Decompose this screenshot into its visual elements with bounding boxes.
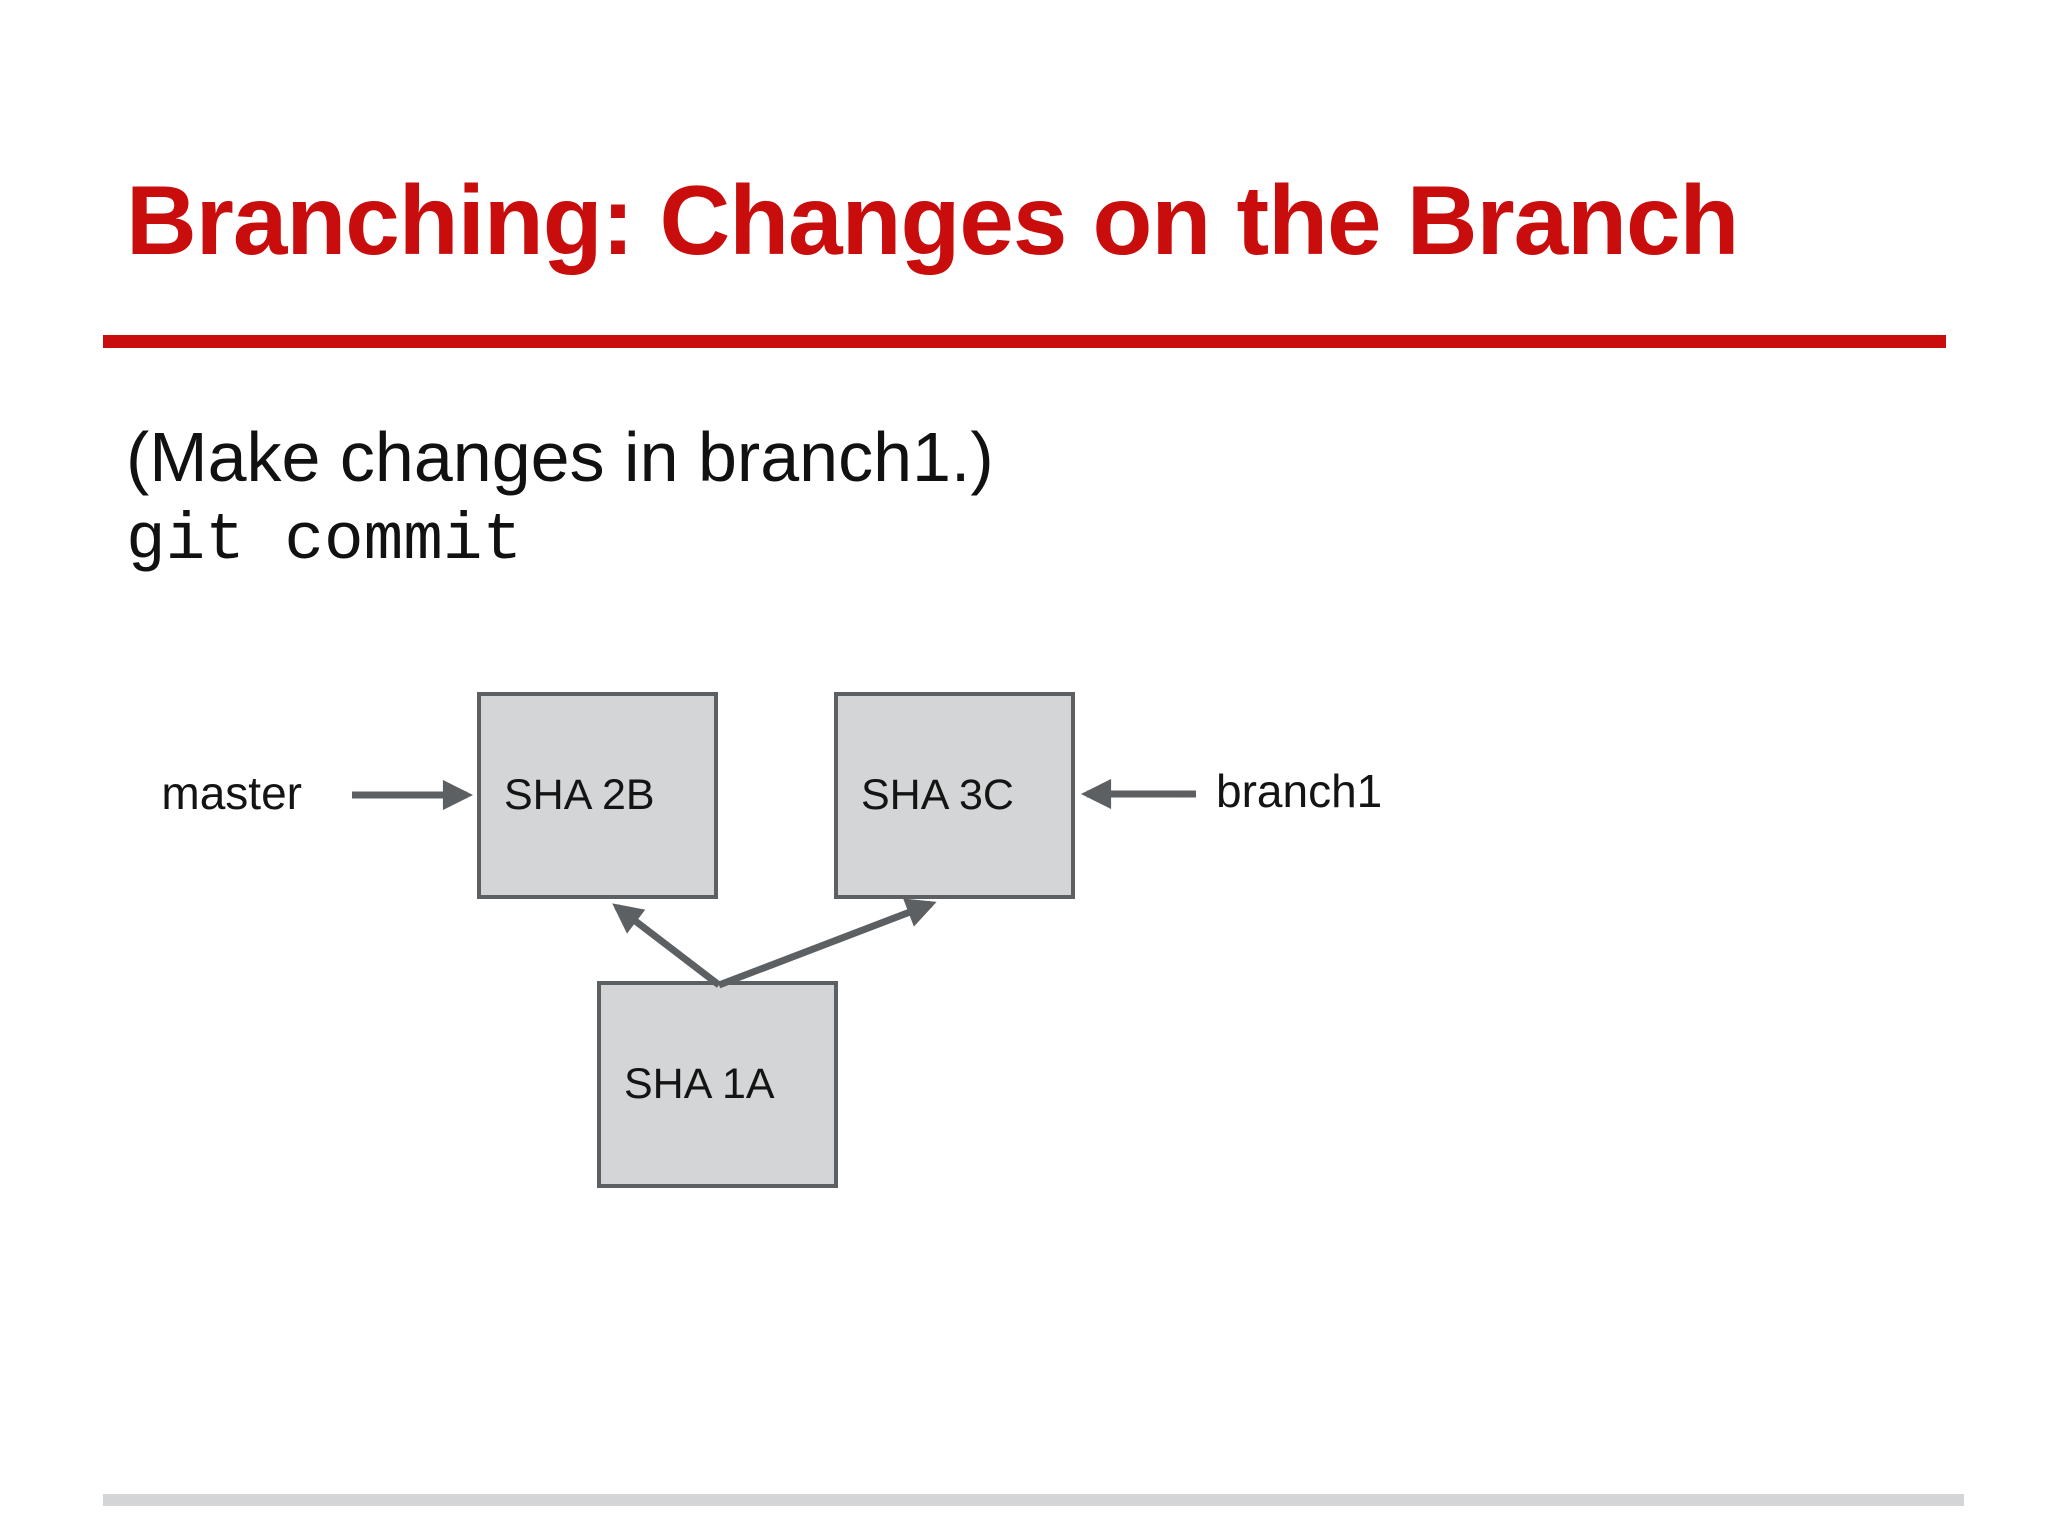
commit-node-sha1a: SHA 1A xyxy=(597,981,838,1188)
arrow-sha1a-to-sha2b xyxy=(612,903,722,988)
title-underline xyxy=(103,335,1946,348)
note-text: (Make changes in branch1.) xyxy=(126,418,994,496)
git-command-text: git commit xyxy=(126,503,523,578)
commit-node-sha2b: SHA 2B xyxy=(477,692,718,899)
footer-bar xyxy=(103,1494,1964,1506)
commit-node-sha3c: SHA 3C xyxy=(834,692,1075,899)
branch-pointer-branch1: branch1 xyxy=(1216,765,1383,817)
commit-node-label: SHA 3C xyxy=(861,771,1014,819)
slide-title: Branching: Changes on the Branch xyxy=(126,165,1739,275)
arrow-sha1a-to-sha3c xyxy=(717,898,937,989)
branch-pointer-master: master xyxy=(161,767,302,819)
commit-node-label: SHA 1A xyxy=(624,1060,775,1108)
commit-node-label: SHA 2B xyxy=(504,771,655,819)
